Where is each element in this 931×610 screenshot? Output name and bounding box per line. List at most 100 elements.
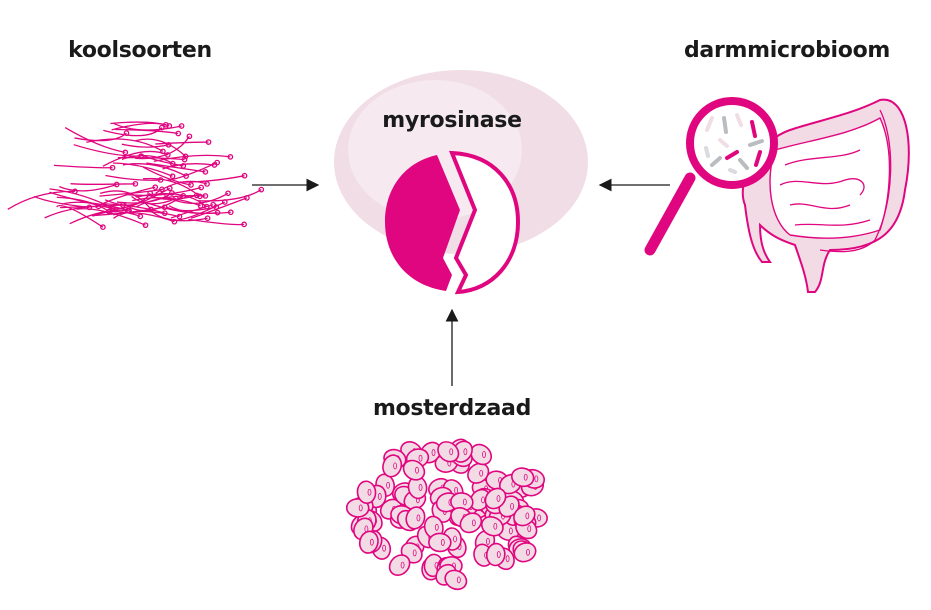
seed [444,569,468,591]
seed-hilum [386,481,391,489]
seed [345,498,370,518]
seed-hilum [358,504,363,512]
seed-hilum [418,454,423,462]
sprout [69,209,128,225]
sprout [123,195,184,212]
sprout [125,186,202,197]
sprout-leaf [258,186,265,193]
sprout-leaf [122,149,129,156]
label-mustard: mosterdzaad [372,396,532,421]
sprout [121,143,169,148]
sprout-leaf [221,199,228,205]
seed-hilum [537,514,542,522]
sprout [86,138,164,152]
sprout-leaf [176,213,183,220]
sprout-leaf [204,181,210,187]
sprout [197,189,262,202]
seed-hilum [493,522,498,530]
sprout-leaf [137,213,144,220]
sprout-leaf [241,221,247,228]
intestine-icon [741,98,910,293]
sprout [190,197,248,219]
seed [510,467,535,488]
sprout-leaf [241,172,248,179]
seed-hilum [496,495,501,502]
sprout-leaf [171,218,178,225]
seed-hilum [496,551,501,558]
sprout [111,122,167,131]
seed [428,532,452,553]
seed [485,542,506,567]
seed-hilum [523,473,528,481]
enzyme-icon [385,150,521,295]
sprout [153,154,231,163]
seed-hilum [369,538,374,546]
sprout [64,127,126,154]
sprout [76,208,146,226]
sprout [162,163,215,170]
sprout [70,183,136,185]
sprout-leaf [109,164,116,171]
seed-hilum [456,576,461,584]
sprout [73,144,142,157]
sprout [56,196,110,213]
sprout-leaf [205,139,212,145]
seed-hilum [479,469,484,477]
sprout-leaf [202,193,209,199]
sprout-leaf [157,177,164,183]
seed-hilum [416,514,421,522]
sprout [188,218,245,226]
sprout-leaf [123,130,130,136]
seed [437,441,460,463]
seed [405,506,426,530]
sprout [122,163,187,177]
seed-hilum [415,466,419,474]
sprout [110,121,170,127]
sprout-leaf [197,202,204,209]
seed-hilum [434,523,439,531]
label-enzyme: myrosinase [382,108,522,133]
seed [484,487,507,510]
sprout-leaf [198,184,205,191]
sprout-leaf [180,192,187,199]
sprout-leaf [152,184,159,191]
sprout-leaf [227,209,234,216]
sprout [135,138,186,157]
sprout [53,164,113,169]
sprout [44,205,99,219]
sprout-leaf [165,141,172,148]
seed [358,530,379,554]
seed [382,454,403,478]
seed [459,512,483,534]
sprout [112,162,173,177]
seed-hilum [508,527,513,535]
sprouts-pile-icon [7,121,265,231]
sprout [59,183,117,192]
seed-hilum [431,449,436,456]
sprout [56,204,104,228]
sprout-leaf [100,224,106,231]
sprout [104,192,151,206]
sprout [49,188,116,211]
sprout [131,195,177,205]
sprout [148,194,197,201]
sprout-leaf [169,173,176,180]
sprout-leaf [227,154,234,160]
seed [513,505,536,527]
seed [467,462,490,484]
sprout [132,197,201,207]
sprout-leaf [142,222,149,229]
seed-hilum [412,549,417,557]
seed-hilum [481,496,485,504]
label-microbiome: darmmicrobioom [683,38,891,63]
seed-hilum [400,561,405,569]
seeds-pile-icon [345,438,548,591]
seed-hilum [440,539,445,546]
sprout-leaf [182,153,189,160]
sprout-leaf [193,192,200,199]
seed-hilum [453,535,457,543]
sprout-leaf [175,130,182,137]
sprout [146,162,206,173]
seed-hilum [377,493,382,500]
